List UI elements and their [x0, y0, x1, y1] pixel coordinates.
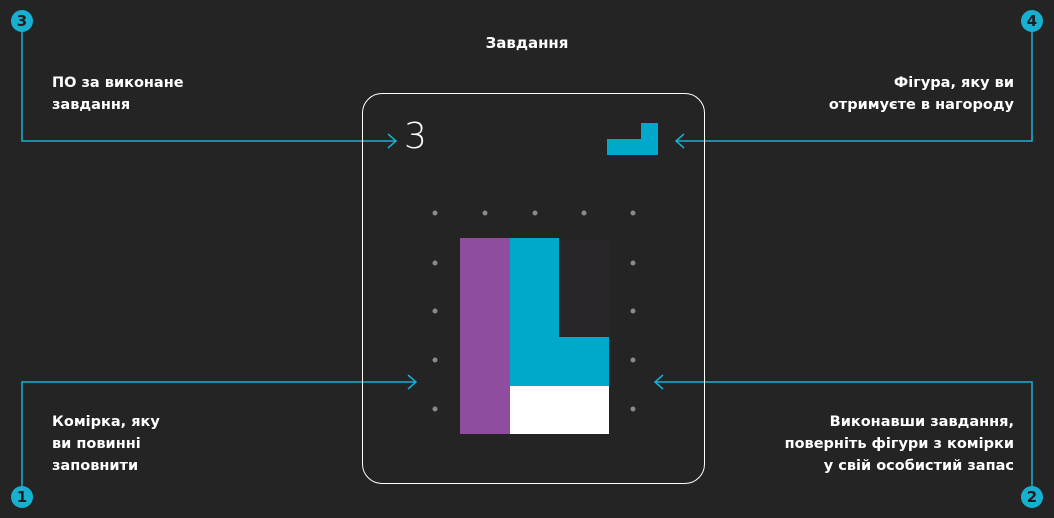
callout-2-line-3: у свій особистий запас [823, 458, 1014, 474]
callout-4-line-1: Фігура, яку ви [893, 75, 1014, 91]
grid-dot [432, 260, 438, 266]
callout-4-line-2: отримуєте в нагороду [828, 97, 1014, 113]
grid-dot [581, 210, 587, 216]
reward-piece-icon [607, 123, 658, 155]
callout-4-label: Фігура, яку ви отримуєте в нагороду [829, 72, 1014, 116]
callout-1-label: Комірка, яку ви повинні заповнити [52, 411, 160, 477]
connector-2 [655, 381, 1033, 486]
arrow-head-1 [407, 374, 418, 390]
callout-4-badge: 4 [1021, 10, 1043, 32]
callout-2-line-1: Виконавши завдання, [829, 414, 1014, 430]
grid-dot [432, 357, 438, 363]
callout-2-label: Виконавши завдання, поверніть фігури з к… [785, 411, 1014, 477]
callout-1-line-3: заповнити [52, 458, 139, 474]
task-card [362, 93, 705, 484]
connector-1 [21, 381, 416, 486]
grid-dot [432, 406, 438, 412]
grid-dot [432, 210, 438, 216]
connector-3 [21, 31, 396, 142]
arrow-head-3 [387, 133, 398, 149]
callout-3-line-1: ПО за виконане [52, 75, 184, 91]
callout-1-line-1: Комірка, яку [52, 414, 160, 430]
callout-1-badge: 1 [11, 486, 33, 508]
callout-3-line-2: завдання [52, 97, 131, 113]
grid-dot [630, 210, 636, 216]
white-cell-area [510, 386, 609, 434]
diagram-title: Завдання [485, 34, 569, 52]
cyan-piece [510, 238, 609, 386]
arrow-head-2 [653, 374, 664, 390]
grid-dot [532, 210, 538, 216]
callout-1-line-2: ви повинні [52, 436, 141, 452]
grid-dot [630, 260, 636, 266]
grid-dot [432, 308, 438, 314]
grid-dot [630, 357, 636, 363]
callout-3-label: ПО за виконане завдання [52, 72, 184, 116]
grid-dot [482, 210, 488, 216]
grid-dot [630, 406, 636, 412]
dark-cell-shadow [560, 240, 609, 336]
callout-2-badge: 2 [1021, 486, 1043, 508]
points-value: 3 [404, 116, 427, 157]
purple-piece [460, 238, 510, 434]
callout-2-line-2: поверніть фігури з комірки [784, 436, 1014, 452]
callout-3-badge: 3 [11, 10, 33, 32]
grid-dot [630, 308, 636, 314]
arrow-head-4 [674, 133, 685, 149]
connector-4 [676, 31, 1033, 142]
